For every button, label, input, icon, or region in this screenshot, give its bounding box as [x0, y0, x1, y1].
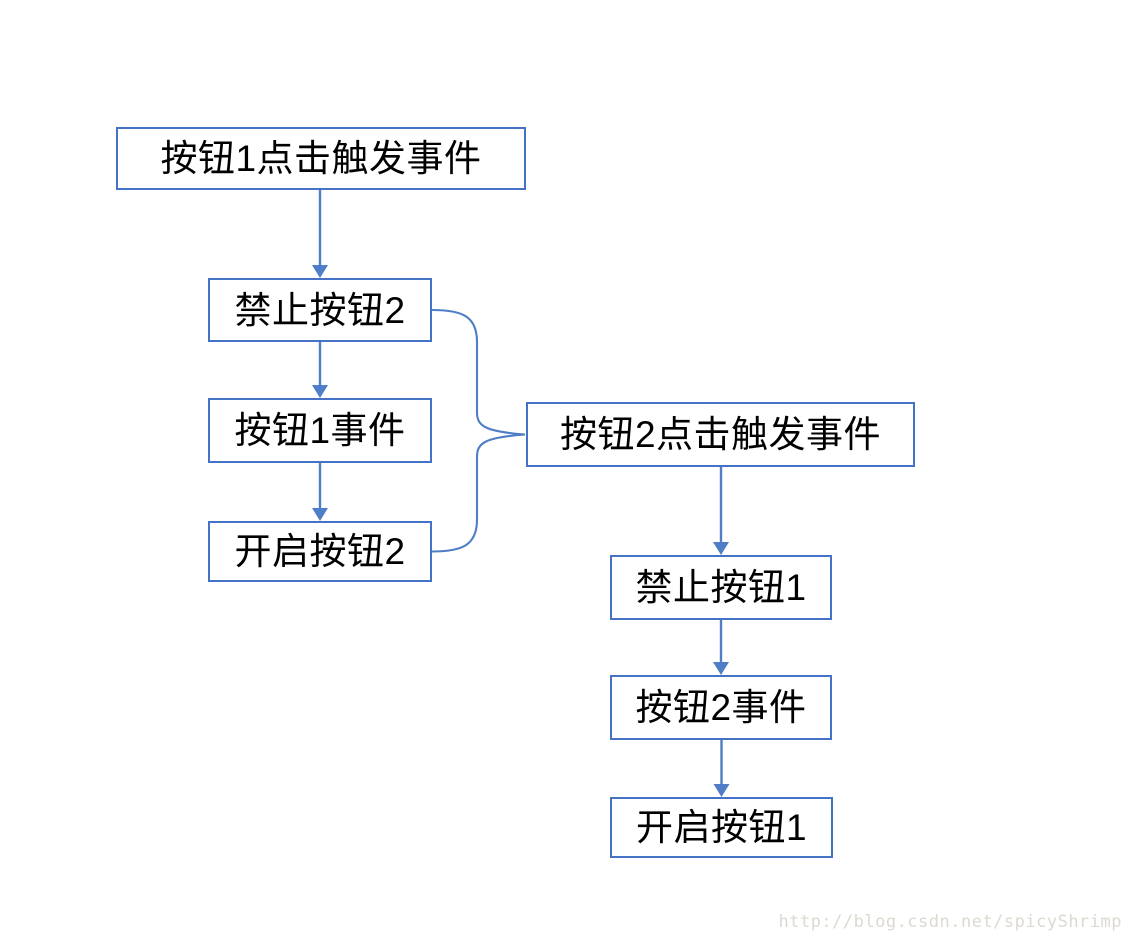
- node-btn1-trigger: 按钮1点击触发事件: [116, 127, 526, 190]
- node-disable-btn2: 禁止按钮2: [208, 278, 432, 342]
- arrowhead-icon: [312, 265, 328, 278]
- arrowhead-icon: [713, 542, 729, 555]
- arrowhead-icon: [312, 385, 328, 398]
- node-label: 开启按钮2: [234, 531, 406, 572]
- arrowhead-icon: [713, 784, 730, 797]
- node-btn2-trigger: 按钮2点击触发事件: [526, 402, 915, 467]
- node-label: 开启按钮1: [635, 807, 808, 848]
- node-label: 禁止按钮1: [635, 567, 807, 608]
- arrowhead-icon: [713, 662, 729, 675]
- watermark-text: http://blog.csdn.net/spicyShrimp: [778, 912, 1122, 932]
- node-label: 按钮2点击触发事件: [559, 414, 882, 455]
- node-label: 按钮1点击触发事件: [160, 138, 482, 179]
- node-label: 禁止按钮2: [234, 289, 406, 331]
- node-label: 按钮2事件: [635, 687, 807, 728]
- node-btn1-event: 按钮1事件: [208, 398, 432, 463]
- arrowhead-icon: [312, 508, 328, 521]
- node-enable-btn2: 开启按钮2: [208, 521, 432, 582]
- node-enable-btn1: 开启按钮1: [610, 797, 833, 858]
- node-disable-btn1: 禁止按钮1: [610, 555, 832, 620]
- node-label: 按钮1事件: [234, 410, 406, 451]
- brace-connector: [431, 308, 526, 553]
- node-btn2-event: 按钮2事件: [610, 675, 832, 740]
